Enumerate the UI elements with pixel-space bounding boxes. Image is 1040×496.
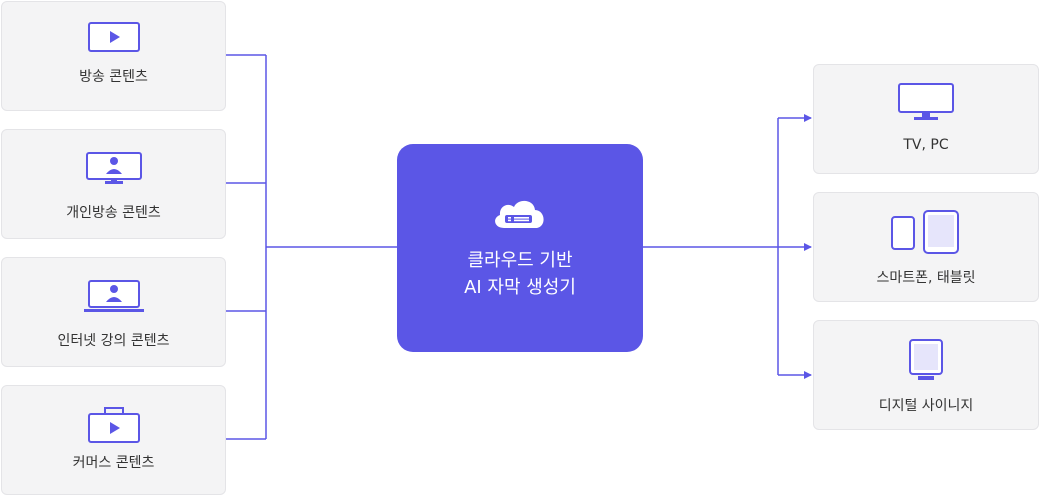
source-label: 인터넷 강의 콘텐츠: [57, 333, 170, 349]
source-label: 커머스 콘텐츠: [72, 455, 155, 471]
source-personal-broadcast-content: 개인방송 콘텐츠: [1, 129, 226, 239]
ai-subtitle-generator-block: 클라우드 기반 AI 자막 생성기: [397, 144, 643, 352]
laptop-person-icon: [83, 280, 145, 318]
center-title-line1: 클라우드 기반: [467, 250, 573, 271]
target-label: TV, PC: [903, 137, 949, 153]
target-label: 스마트폰, 태블릿: [876, 270, 976, 286]
target-smartphone-tablet: 스마트폰, 태블릿: [813, 192, 1039, 302]
source-online-lecture-content: 인터넷 강의 콘텐츠: [1, 257, 226, 367]
phone-tablet-icon: [890, 209, 962, 259]
shopping-bag-play-icon: [87, 404, 140, 448]
monitor-person-icon: [85, 152, 143, 192]
source-label: 방송 콘텐츠: [79, 69, 148, 85]
source-commerce-content: 커머스 콘텐츠: [1, 385, 226, 495]
center-title-line2: AI 자막 생성기: [464, 277, 576, 298]
cloud-server-icon: [490, 196, 550, 234]
monitor-icon: [897, 83, 955, 127]
source-label: 개인방송 콘텐츠: [66, 205, 161, 221]
source-broadcast-content: 방송 콘텐츠: [1, 1, 226, 111]
target-tv-pc: TV, PC: [813, 64, 1039, 174]
target-digital-signage: 디지털 사이니지: [813, 320, 1039, 430]
target-label: 디지털 사이니지: [878, 398, 974, 414]
play-screen-icon: [87, 22, 140, 56]
signage-icon: [908, 339, 944, 387]
